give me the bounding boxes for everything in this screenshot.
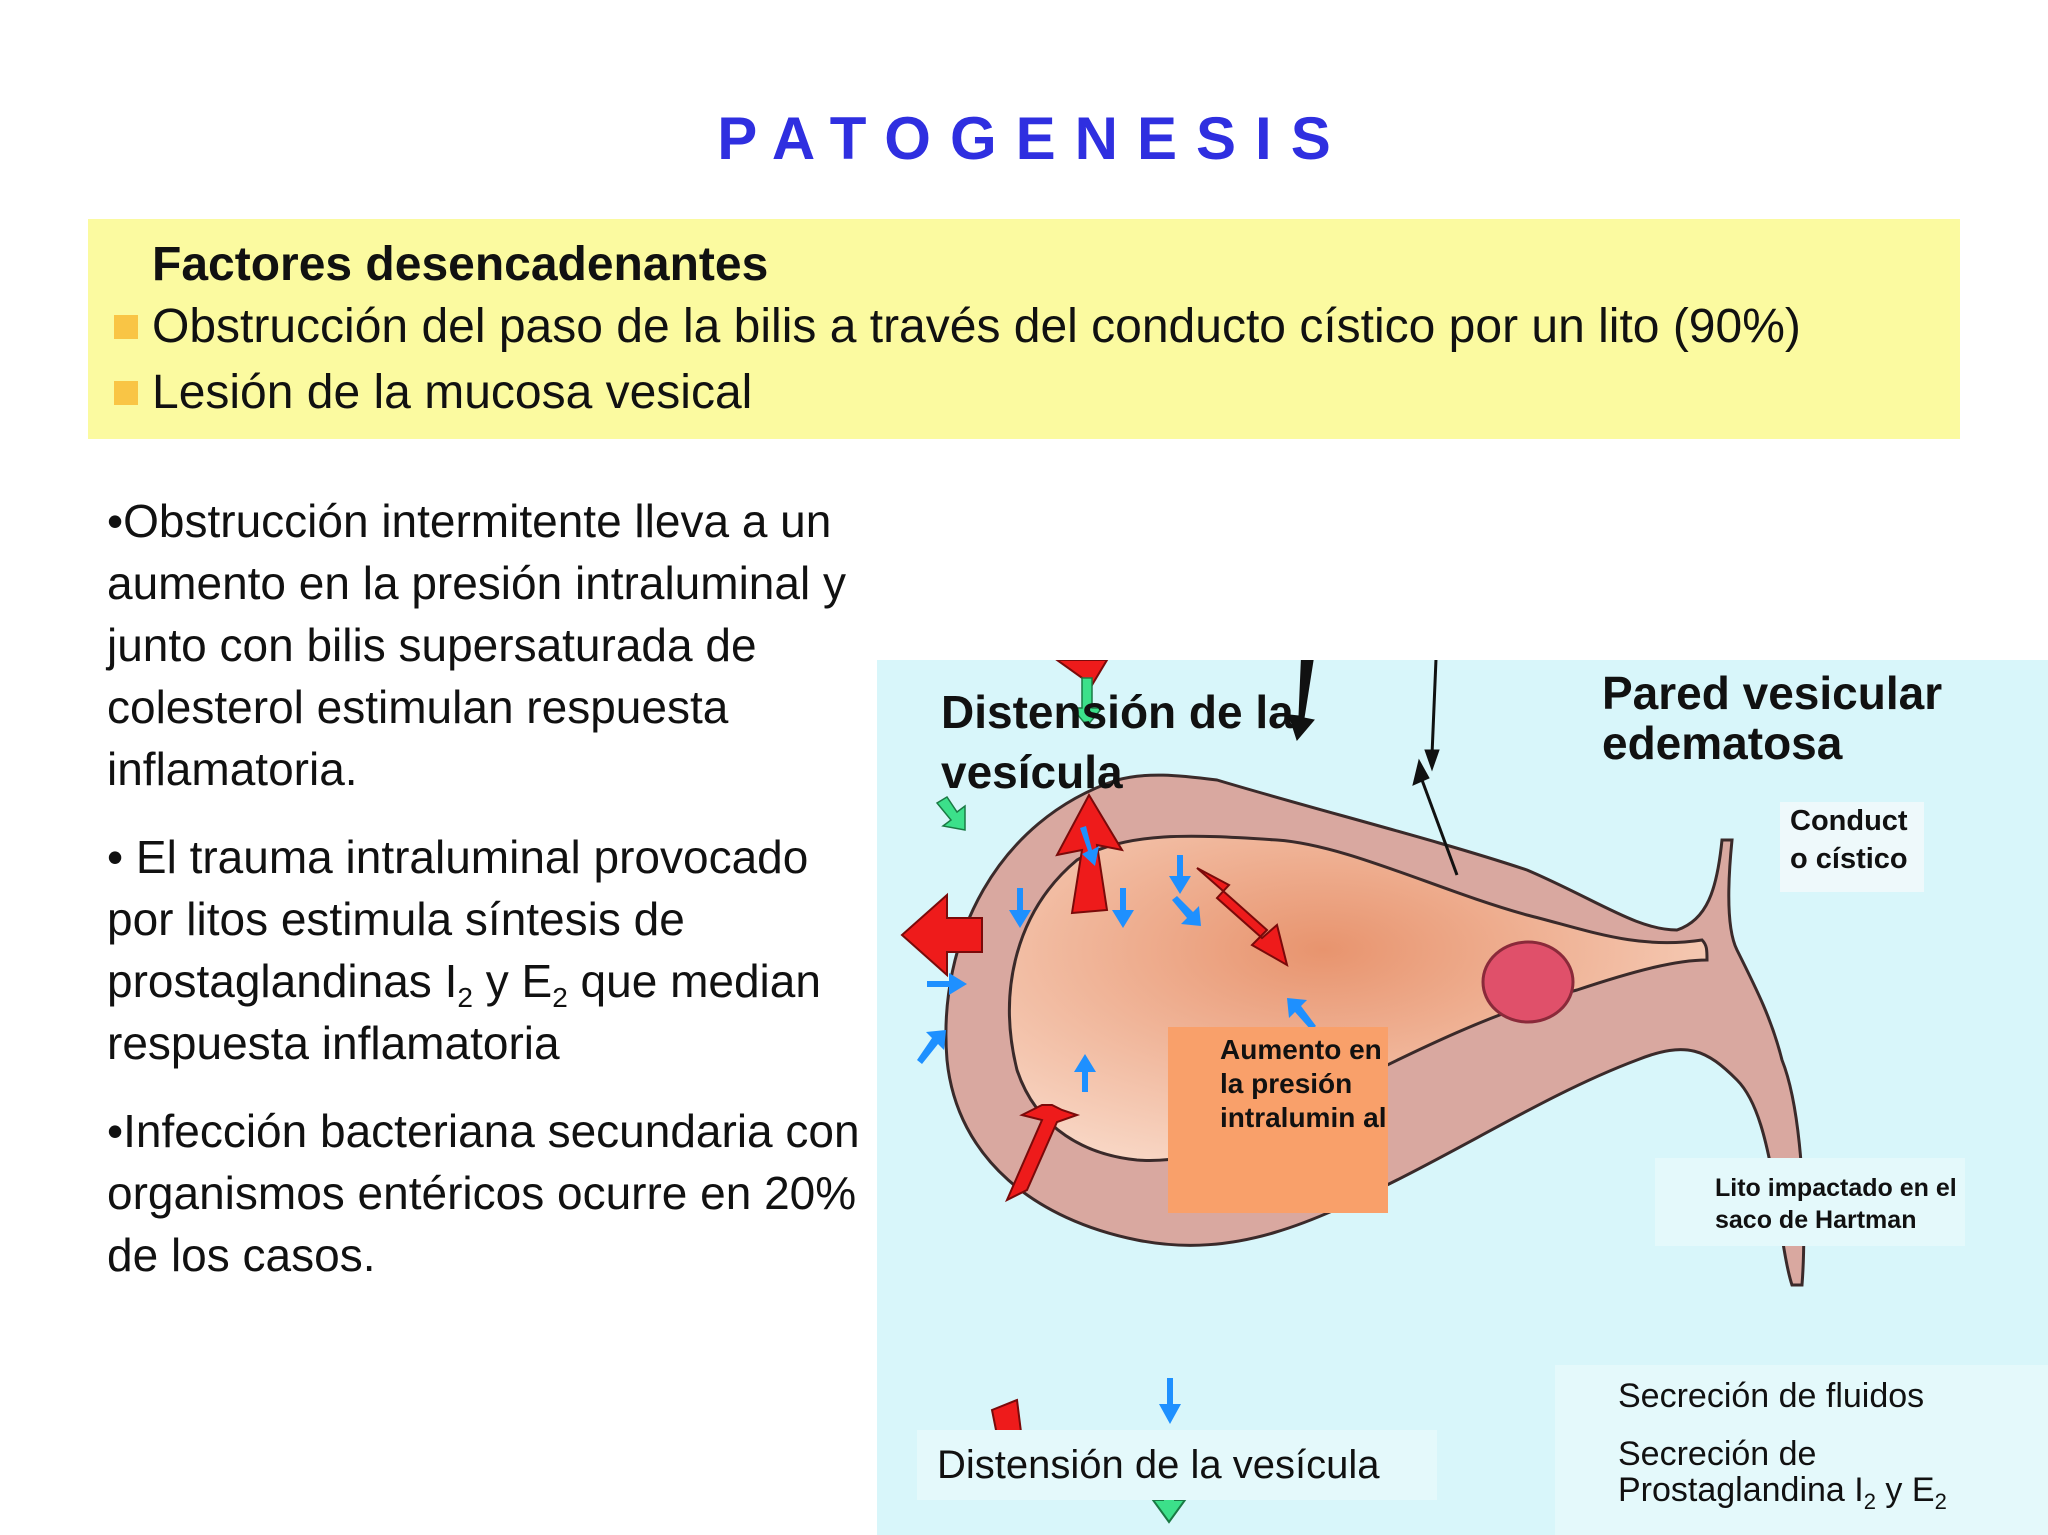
stone-pointer-head	[1412, 758, 1430, 786]
pointer-arrows	[1288, 660, 1459, 876]
factors-heading: Factores desencadenantes	[152, 238, 769, 291]
blue-arrow	[1112, 888, 1134, 928]
green-arrow	[935, 795, 966, 831]
subscript: 2	[1934, 1489, 1947, 1514]
square-bullet-icon	[114, 380, 138, 405]
blue-arrow	[1172, 896, 1201, 926]
red-arrow	[1055, 660, 1109, 687]
paragraph-trauma-part: que median respuesta inflamatoria	[107, 955, 821, 1069]
red-arrow	[1004, 1104, 1081, 1203]
gallbladder-diagram: Distensión de la vesícula Pared vesicula…	[877, 660, 2048, 1535]
blue-arrow	[1169, 855, 1191, 894]
red-arrow	[900, 892, 983, 978]
stone-pointer-line	[1420, 779, 1459, 876]
legend-prostaglandina: Secreción de Prostaglandina I2 y E2	[1618, 1435, 2048, 1513]
label-lito-impactado: Lito impactado en el saco de Hartman	[1655, 1158, 1965, 1246]
label-conducto-cistico: Conduct o cístico	[1780, 802, 1924, 892]
wall-pointer-arrow	[1288, 660, 1315, 742]
page-title: PATOGENESIS	[717, 105, 1350, 172]
paragraph-trauma-part: y E	[472, 955, 553, 1007]
label-distension-bottom: Distensión de la vesícula	[917, 1430, 1437, 1500]
legend-prostaglandina-part: y E	[1875, 1471, 1935, 1509]
blue-arrow	[1009, 888, 1031, 928]
legend-box	[1555, 1365, 2048, 1535]
label-aumento-presion: Aumento en la presión intralumin al	[1168, 1027, 1388, 1213]
explanation-text: •Obstrucción intermitente lleva a un aum…	[107, 490, 887, 1312]
factor-item: Obstrucción del paso de la bilis a travé…	[114, 299, 1801, 354]
paragraph-trauma-part: • El trauma intraluminal provocado por l…	[107, 831, 809, 1007]
blue-arrow	[927, 973, 967, 995]
paragraph-trauma: • El trauma intraluminal provocado por l…	[107, 826, 887, 1074]
impacted-stone	[1481, 940, 1575, 1024]
blue-arrow	[1287, 998, 1316, 1030]
label-pared-vesicular: Pared vesicular edematosa	[1602, 667, 1943, 769]
paragraph-infection: •Infección bacteriana secundaria con org…	[107, 1105, 860, 1281]
blue-arrow	[1074, 1054, 1096, 1092]
blue-arrow-icon	[1159, 1378, 1181, 1424]
paragraph-obstruction: •Obstrucción intermitente lleva a un aum…	[107, 495, 846, 795]
factor-text: Obstrucción del paso de la bilis a travé…	[152, 300, 1801, 353]
cystic-pointer-line	[1430, 660, 1438, 756]
label-distension: Distensión de la vesícula	[941, 686, 1294, 798]
subscript: 2	[1863, 1489, 1876, 1514]
blue-arrow	[1080, 826, 1099, 866]
subscript: 2	[457, 982, 473, 1013]
green-arrows	[935, 677, 1104, 831]
blue-arrows	[917, 826, 1316, 1092]
factor-text: Lesión de la mucosa vesical	[152, 366, 753, 419]
factors-box: Factores desencadenantes Obstrucción del…	[88, 219, 1960, 439]
blue-arrow	[917, 1030, 946, 1064]
square-bullet-icon	[114, 314, 138, 339]
legend-prostaglandina-part: Secreción de Prostaglandina I	[1618, 1435, 1864, 1509]
cystic-pointer-head	[1424, 749, 1440, 772]
subscript: 2	[552, 982, 568, 1013]
factor-item: Lesión de la mucosa vesical	[114, 365, 752, 420]
legend-fluidos: Secreción de fluidos	[1618, 1377, 1925, 1415]
green-arrow	[1070, 677, 1104, 728]
red-arrow	[1196, 867, 1289, 968]
